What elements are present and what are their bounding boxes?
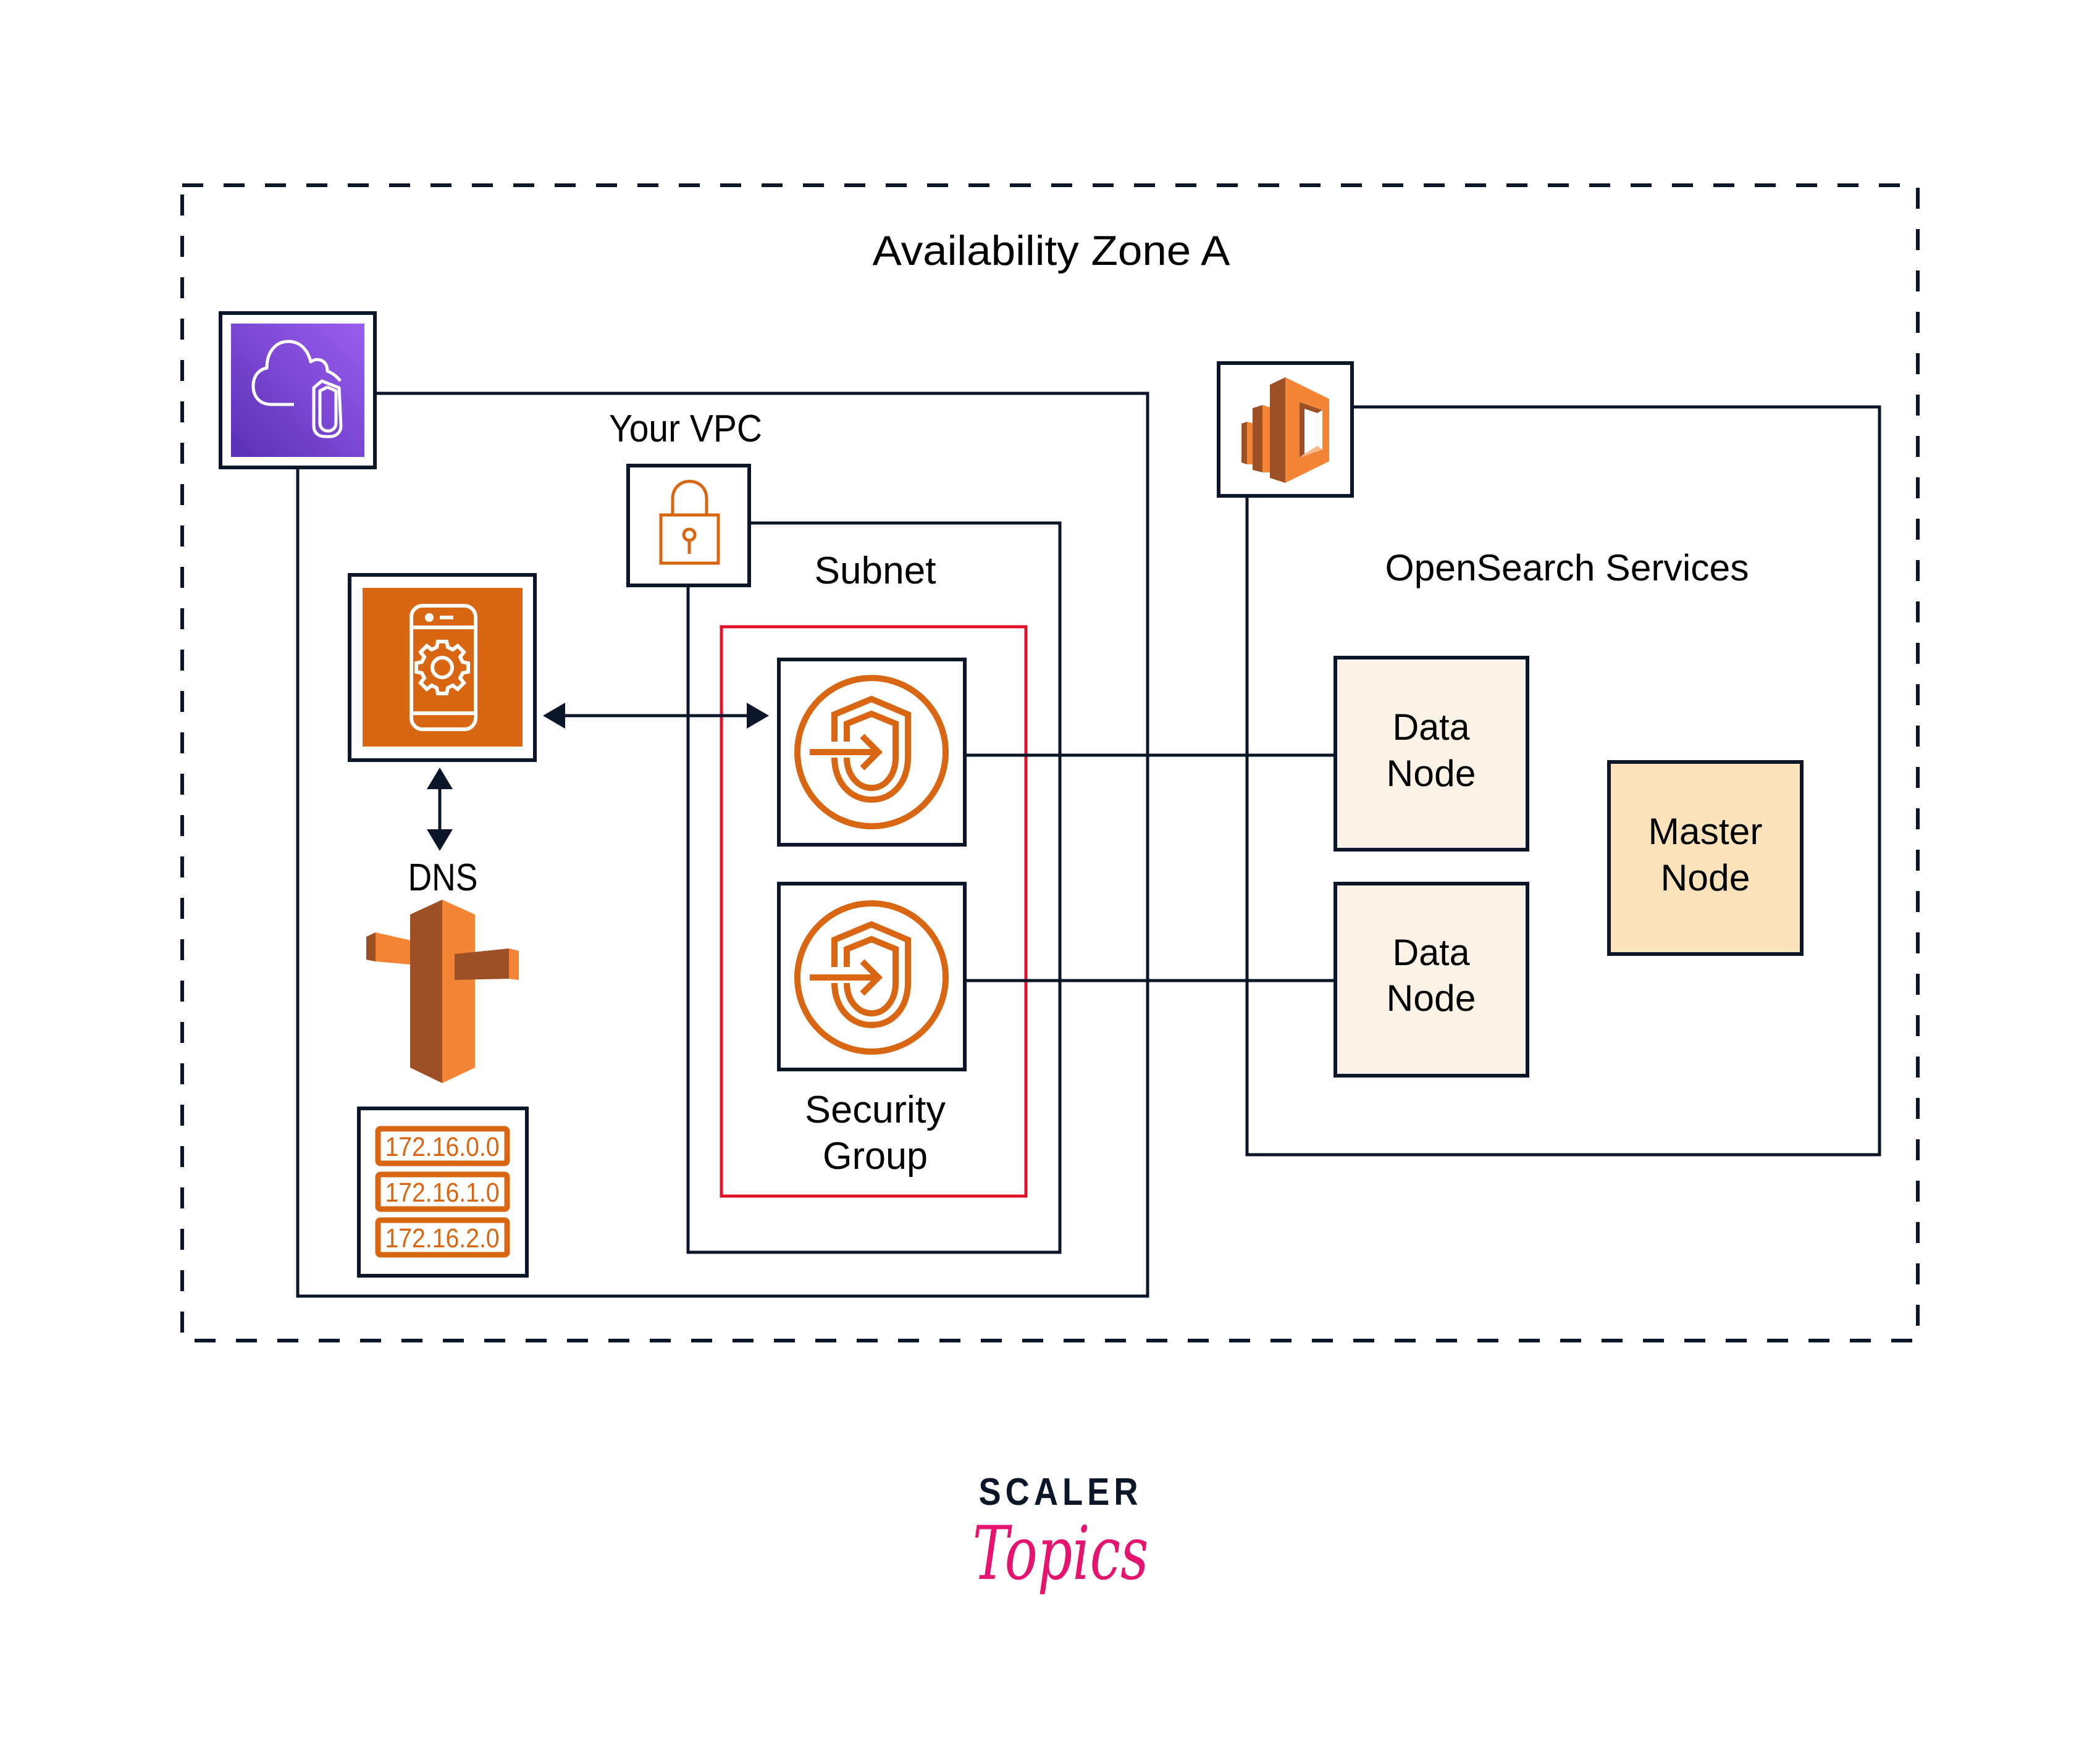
route53-dns-icon [366,900,519,1083]
vpc-container: Your VPC [219,311,1149,1298]
arrowhead-right-icon [747,703,769,729]
app-to-security-group-arrow [543,703,769,729]
mobile-app-gear-icon [410,604,477,731]
ip-address-row-1: 172.16.0.0 [375,1126,510,1166]
security-group-label-line1: Security [805,1089,946,1131]
shield-endpoint-icon [794,900,949,1055]
svg-text:Data: Data [1393,706,1471,748]
svg-text:Data: Data [1393,932,1471,973]
vpc-icon-tile[interactable] [219,311,377,469]
availability-zone: Availability Zone A [180,183,1920,1342]
arrowhead-down-icon [427,829,453,851]
svg-text:172.16.0.0: 172.16.0.0 [385,1132,500,1162]
scaler-topics-logo: SCALER Topics [973,1471,1149,1597]
opensearch-label: OpenSearch Services [1385,547,1749,588]
logo-topics-text: Topics [973,1511,1149,1597]
data-node-2[interactable]: Data Node [1334,882,1529,1078]
vpc-label: Your VPC [609,408,762,450]
logo-scaler-text: SCALER [979,1471,1143,1513]
subnet-icon-tile[interactable] [626,464,751,587]
app-to-dns-arrow [427,768,453,851]
subnet-border [686,521,1062,1254]
padlock-icon [659,480,720,565]
svg-text:172.16.1.0: 172.16.1.0 [385,1178,500,1208]
subnet-label: Subnet [815,550,936,592]
security-group-border [720,625,1028,1198]
security-group-label-line2: Group [823,1135,928,1178]
vpc-cloud-shield-icon [251,340,343,438]
ip-address-row-3: 172.16.2.0 [375,1217,510,1258]
dns-label: DNS [408,856,478,899]
opensearch-border [1245,405,1881,1157]
ip-address-row-2: 172.16.1.0 [375,1171,510,1212]
svg-text:Node: Node [1661,857,1750,898]
security-group: Security Group [720,625,1028,1198]
dns: DNS 172.16.0.0 172.16.1.0 17 [357,856,529,1278]
client-app-tile[interactable] [348,573,537,762]
shield-endpoint-icon [794,675,949,829]
svg-text:172.16.2.0: 172.16.2.0 [385,1223,500,1254]
security-group-endpoint-2[interactable] [777,882,967,1071]
arrowhead-up-icon [427,768,453,789]
vpc-border [296,391,1149,1298]
subnet-container: Subnet [626,464,1062,1254]
svg-text:Node: Node [1387,977,1476,1019]
ip-address-list: 172.16.0.0 172.16.1.0 172.16.2.0 [357,1107,529,1278]
availability-zone-label: Availability Zone A [873,227,1231,274]
svg-text:Master: Master [1648,811,1763,852]
arrowhead-left-icon [543,703,565,729]
opensearch-container: OpenSearch Services Data Node Data Node [1217,361,1881,1157]
master-node[interactable]: Master Node [1607,760,1804,956]
svg-text:Node: Node [1387,753,1476,794]
opensearch-icon-tile[interactable] [1217,361,1354,498]
data-node-1[interactable]: Data Node [1334,656,1529,852]
security-group-endpoint-1[interactable] [777,658,967,847]
opensearch-service-icon [1241,377,1329,483]
